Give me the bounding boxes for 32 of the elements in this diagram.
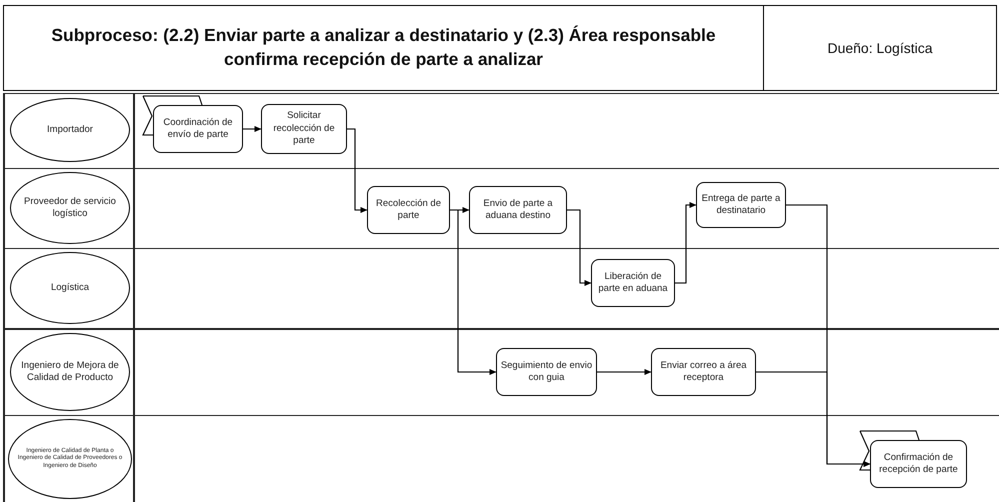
connector-arrow	[567, 209, 592, 286]
owner-label: Dueño: Logística	[827, 40, 933, 56]
process-box	[870, 440, 967, 488]
task-text: Solicitar recolección de parte	[272, 110, 336, 148]
task-text: Recolección de parte	[375, 198, 442, 222]
process-box	[496, 348, 597, 396]
lane-name: Logística	[50, 282, 90, 294]
connector-arrow	[597, 369, 652, 375]
task-text: Seguimiento de envio con guia	[500, 360, 593, 384]
process-box	[261, 104, 347, 154]
connector-arrow	[347, 128, 368, 213]
process-box	[591, 259, 675, 307]
task-text: Envio de parte a aduana destino	[482, 198, 554, 222]
process-box	[696, 182, 786, 228]
title: Subproceso: (2.2) Enviar parte a analizar a destinatario y (2.3) Área responsable confirma recepción de parte a analizar	[50, 24, 717, 71]
process-box	[153, 105, 243, 153]
task-text: Liberación de parte en aduana	[597, 270, 669, 296]
connector-arrow	[450, 209, 496, 375]
process-box	[651, 348, 756, 396]
connector-arrow	[675, 202, 696, 284]
lane-name: Ingeniero de Mejora de Calidad de Producto	[20, 360, 120, 384]
process-box	[469, 186, 567, 234]
lane-name: Proveedor de servicio logístico	[23, 196, 117, 220]
process-box	[367, 186, 450, 234]
task-text: Entrega de parte a destinatario	[700, 192, 782, 218]
role-ellipse	[8, 419, 132, 499]
connector-arrow	[243, 126, 262, 132]
lane-name: Importador	[46, 124, 94, 136]
connector-arrow	[756, 371, 870, 467]
task-text: Coordinación de envío de parte	[162, 116, 234, 142]
task-text: Confirmación de recepción de parte	[878, 452, 959, 476]
task-text: Enviar correo a área receptora	[659, 360, 748, 384]
